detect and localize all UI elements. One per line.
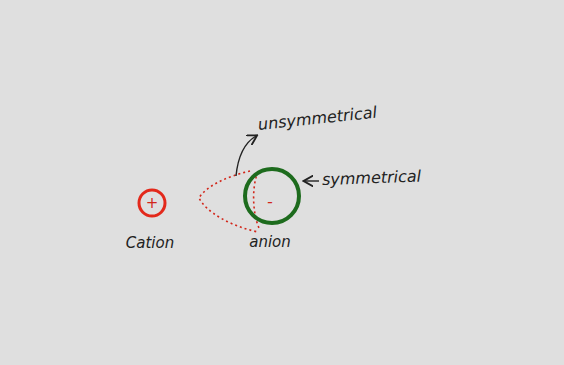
charge-sign: - [267, 193, 273, 211]
ion-circle: + Cation [120, 187, 184, 257]
pointer-arrow [236, 136, 256, 176]
annotation: symmetrical [322, 168, 422, 189]
pointer-arrow [305, 180, 319, 181]
charge-sign: + [146, 195, 159, 212]
ion-name: Cation [126, 235, 174, 252]
annotation: unsymmetrical [257, 104, 378, 134]
ion-name: anion [249, 234, 291, 251]
ion-circle: - anion [236, 164, 308, 256]
